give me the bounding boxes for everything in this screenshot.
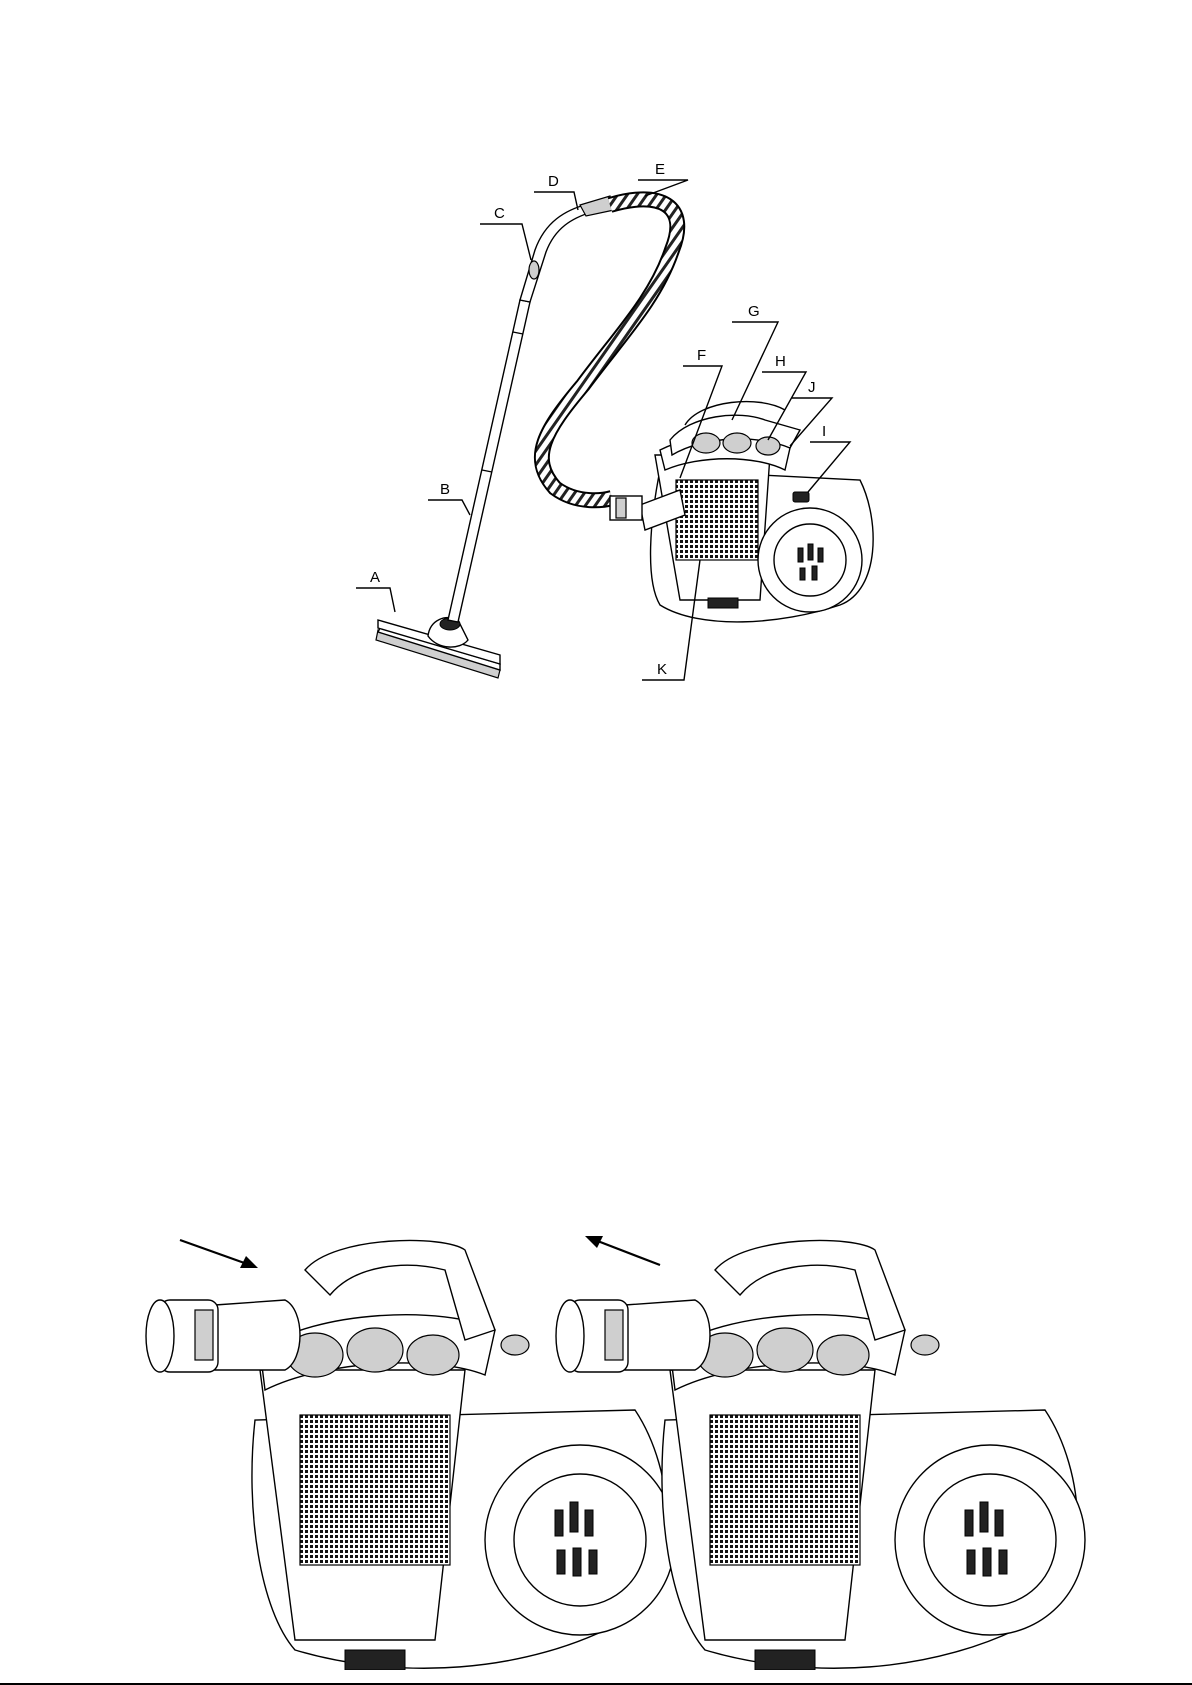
- svg-text:K: K: [657, 661, 667, 678]
- floor-brush-illustration: [376, 618, 500, 678]
- part-label-a: A: [356, 569, 395, 612]
- svg-text:C: C: [494, 205, 505, 222]
- svg-text:F: F: [697, 347, 706, 364]
- vacuum-parts-diagram: A B C D E F G H J I K: [0, 0, 1192, 720]
- part-label-d: D: [534, 173, 578, 210]
- hose-attach-figures: [0, 1190, 1192, 1670]
- svg-text:A: A: [370, 569, 380, 586]
- svg-text:I: I: [822, 423, 826, 440]
- svg-text:E: E: [655, 161, 665, 178]
- part-label-c: C: [480, 205, 531, 260]
- part-label-b: B: [428, 481, 470, 515]
- vacuum-body-illustration: [610, 402, 873, 622]
- insert-arrow-icon: [180, 1240, 258, 1268]
- svg-text:B: B: [440, 481, 450, 498]
- part-label-e: E: [638, 161, 688, 196]
- svg-text:D: D: [548, 173, 559, 190]
- svg-text:H: H: [775, 353, 786, 370]
- remove-arrow-icon: [585, 1236, 660, 1265]
- svg-text:G: G: [748, 303, 760, 320]
- svg-text:J: J: [808, 379, 816, 396]
